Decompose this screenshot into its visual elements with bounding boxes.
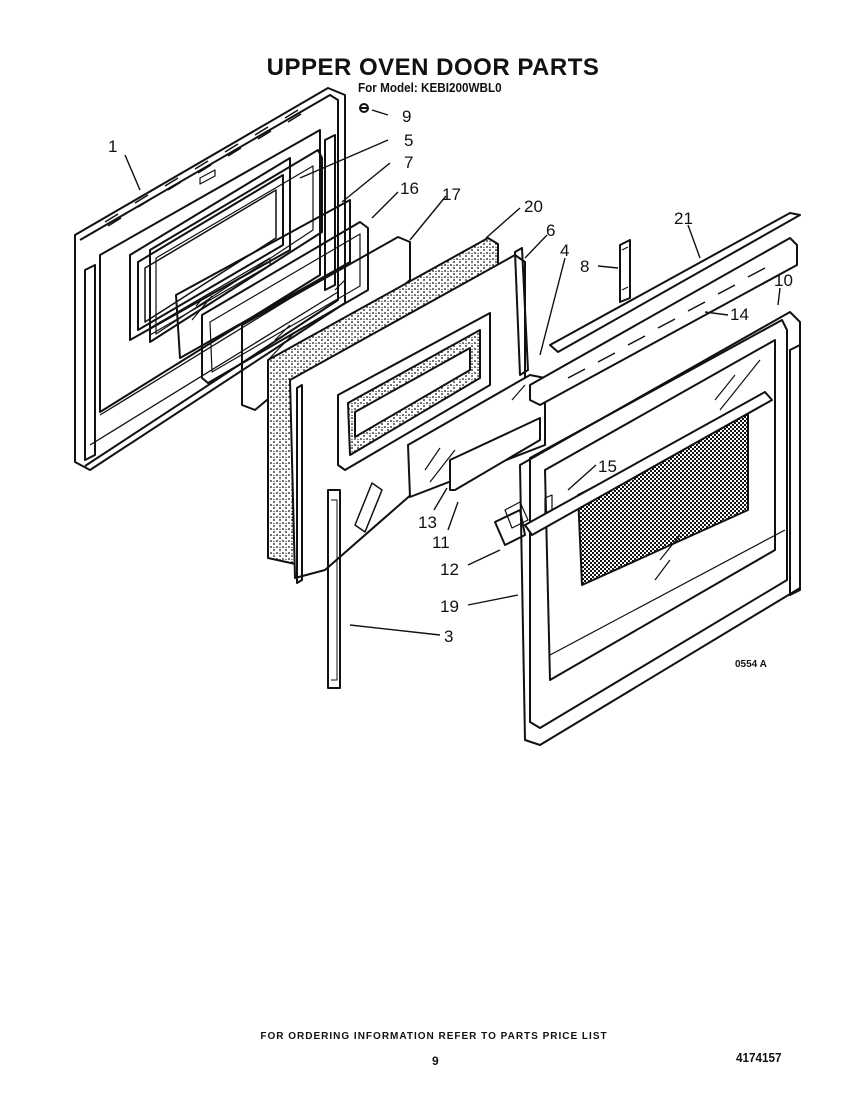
ordering-note: FOR ORDERING INFORMATION REFER TO PARTS … [260, 1031, 608, 1042]
vent-trim-strip [529, 212, 801, 406]
callout-16: 16 [400, 179, 419, 198]
callout-8: 8 [580, 257, 589, 276]
callout-3: 3 [444, 627, 453, 646]
callout-1: 1 [108, 137, 117, 156]
outer-glass-panel [407, 374, 546, 498]
document-number: 4174157 [736, 1050, 782, 1065]
callout-10: 10 [774, 271, 793, 290]
callout-6: 6 [546, 221, 555, 240]
side-trim-strip [327, 489, 341, 689]
callout-14: 14 [730, 305, 749, 324]
glass-frame [149, 149, 323, 343]
callout-9: 9 [402, 107, 411, 126]
air-deflector [449, 417, 541, 491]
hinge-bracket [619, 239, 631, 303]
callout-20: 20 [524, 197, 543, 216]
inner-door-panel [289, 247, 529, 584]
door-handle [494, 391, 773, 546]
callout-19: 19 [440, 597, 459, 616]
door-clip [354, 482, 383, 533]
gasket-glass-frame [201, 221, 369, 384]
callout-17: 17 [442, 185, 461, 204]
middle-glass-panel [241, 236, 411, 411]
callout-21: 21 [674, 209, 693, 228]
model-number: For Model: KEBI200WBL0 [358, 80, 502, 95]
page-number: 9 [432, 1054, 439, 1068]
callout-15: 15 [598, 457, 617, 476]
inner-glass-panel [175, 199, 351, 359]
diagram-code: 0554 A [735, 659, 767, 670]
callout-12: 12 [440, 560, 459, 579]
callout-13: 13 [418, 513, 437, 532]
page-title: UPPER OVEN DOOR PARTS [266, 54, 600, 81]
callout-5: 5 [404, 131, 413, 150]
callout-7: 7 [404, 153, 413, 172]
screw [359, 103, 369, 113]
callout-4: 4 [560, 241, 569, 260]
callout-11: 11 [432, 533, 450, 552]
